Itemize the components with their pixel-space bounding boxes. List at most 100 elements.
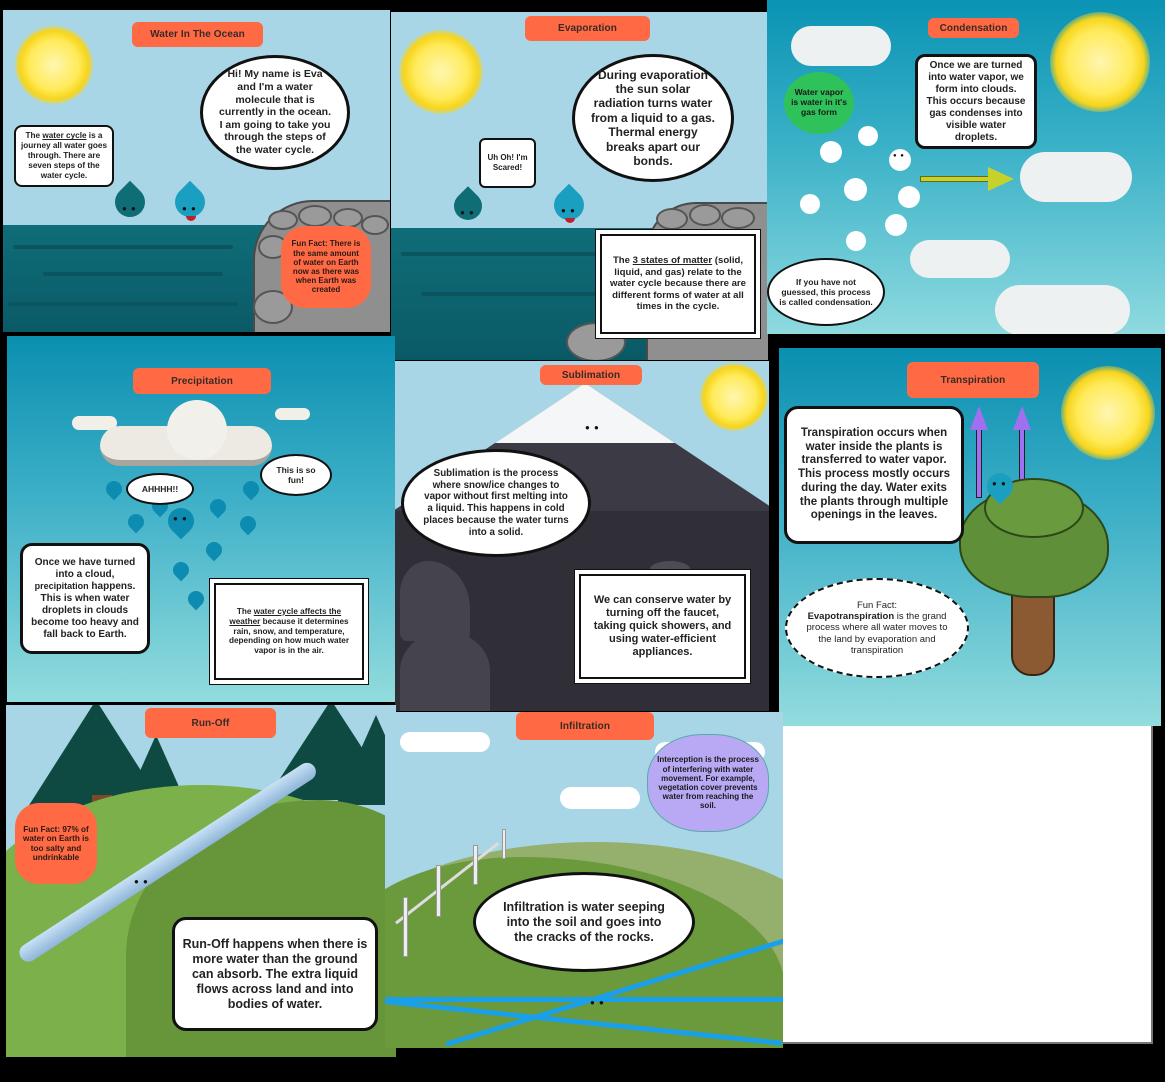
- speech-bubble-eva: Hi! My name is Eva and I'm a water molec…: [200, 55, 350, 170]
- ocean-wave: [401, 252, 601, 256]
- rock: [689, 204, 721, 226]
- ocean-wave: [13, 245, 233, 249]
- speech-bubble-transpiration: Transpiration occurs when water inside t…: [784, 406, 964, 544]
- rain-drop: [102, 477, 126, 501]
- arrow-up-head: [1013, 406, 1031, 430]
- panel-title-pill: Sublimation: [540, 365, 642, 385]
- vapor-bubble: Water vapor is water in it's gas form: [784, 72, 854, 134]
- panel-infiltration: ● ● Infiltration Interception is the pro…: [385, 712, 783, 1048]
- panel-condensation: Condensation Water vapor is water in it'…: [767, 0, 1165, 334]
- speech-bubble-evaporation: During evaporation the sun solar radiati…: [572, 54, 734, 182]
- vapor-particle: [800, 194, 820, 214]
- rain-drop: [169, 558, 193, 582]
- speech-bubble-scared: Uh Oh! I'm Scared!: [479, 138, 536, 188]
- info-box-weather: The water cycle affects the weather beca…: [214, 583, 364, 680]
- arrow-up-head: [970, 406, 988, 430]
- cloud: [791, 26, 891, 66]
- rain-drop: [202, 538, 226, 562]
- rain-drop: [206, 495, 230, 519]
- water-drop-character-scared: [448, 186, 488, 226]
- mountain-snowcap: [495, 383, 675, 443]
- panel-sublimation: Sublimation ● ● Sublimation is the proce…: [395, 361, 769, 711]
- fence-post: [473, 845, 478, 885]
- vapor-particle-character: [889, 149, 911, 171]
- rock: [333, 208, 363, 228]
- speech-bubble-run-off: Run-Off happens when there is more water…: [172, 917, 378, 1031]
- panel-title: Water In The Ocean: [150, 29, 245, 40]
- panel-transpiration: Transpiration ● ● Transpiration occurs w…: [779, 348, 1161, 726]
- smile-icon: [186, 216, 196, 221]
- interception-bubble: Interception is the process of interferi…: [647, 734, 769, 832]
- speech-bubble-condensation: Once we are turned into water vapor, we …: [915, 54, 1037, 149]
- panel-title: Condensation: [939, 22, 1008, 34]
- info-box-states-of-matter: The 3 states of matter (solid, liquid, a…: [600, 234, 756, 334]
- vapor-particle: [885, 214, 907, 236]
- panel-title-pill: Water In The Ocean: [132, 22, 263, 47]
- panel-run-off: ● ● Run-Off Fun Fact: 97% of water on Ea…: [6, 705, 396, 1057]
- speech-bubble-fun: This is so fun!: [260, 454, 332, 496]
- cloud: [995, 285, 1130, 334]
- face-icon: ● ●: [182, 204, 197, 213]
- rock: [721, 207, 755, 229]
- panel-title: Infiltration: [559, 720, 611, 732]
- fun-fact-burst: Fun Fact: 97% of water on Earth is too s…: [17, 805, 95, 882]
- cloud: [910, 240, 1010, 278]
- rock: [400, 631, 490, 711]
- face-icon: ● ●: [992, 479, 1007, 488]
- rock: [298, 205, 332, 227]
- panel-title: Transpiration: [940, 374, 1006, 386]
- face-icon: ● ●: [893, 153, 905, 159]
- face-icon: ● ●: [122, 204, 137, 213]
- sun-icon: [15, 26, 93, 104]
- panel-title-pill: Transpiration: [907, 362, 1039, 398]
- rock: [650, 561, 690, 577]
- smile-icon: [565, 218, 575, 223]
- panel-title: Sublimation: [561, 369, 621, 381]
- panel-precipitation: Precipitation ● ● AHHHH!! This is so fun…: [7, 336, 395, 702]
- vapor-particle: [858, 126, 878, 146]
- panel-water-in-the-ocean: Water In The Ocean ● ● ● ● Hi! My name i…: [3, 10, 390, 332]
- panel-title: Evaporation: [558, 23, 617, 34]
- fence-post: [502, 829, 506, 859]
- panel-title-pill: Infiltration: [516, 712, 654, 740]
- water-drop-character-dark: [108, 180, 152, 224]
- info-box-conserve-water: We can conserve water by turning off the…: [579, 574, 746, 679]
- panel-title-pill: Condensation: [928, 18, 1019, 38]
- rock: [268, 210, 298, 230]
- vapor-particle: [846, 231, 866, 251]
- cloud-small: [72, 416, 117, 430]
- ocean-wave: [43, 272, 223, 276]
- speech-bubble-ahhhh: AHHHH!!: [126, 473, 194, 505]
- rock: [361, 215, 389, 235]
- vapor-particle: [898, 186, 920, 208]
- rain-drop: [184, 587, 208, 611]
- face-icon: ● ●: [590, 998, 605, 1007]
- arrow-head: [988, 167, 1014, 191]
- vapor-particle: [844, 178, 867, 201]
- rock: [656, 208, 688, 230]
- fence-post: [403, 897, 408, 957]
- fence-post: [436, 865, 441, 917]
- speech-bubble-infiltration: Infiltration is water seeping into the s…: [473, 872, 695, 972]
- sun-icon: [1050, 12, 1150, 112]
- speech-bubble-guess: If you have not guessed, this process is…: [767, 258, 885, 326]
- face-icon: ● ●: [561, 206, 576, 215]
- panel-title-pill: Evaporation: [525, 16, 650, 41]
- panel-title-pill: Run-Off: [145, 708, 276, 738]
- panel-title: Run-Off: [191, 717, 230, 729]
- rain-drop: [124, 510, 148, 534]
- note-bubble-water-cycle: The water cycle is a journey all water g…: [14, 125, 114, 187]
- cloud: [560, 787, 640, 809]
- panel-title: Precipitation: [171, 375, 233, 387]
- rain-cloud: [167, 400, 227, 460]
- face-icon: ● ●: [460, 208, 475, 217]
- cloud-small: [275, 408, 310, 420]
- cloud: [400, 732, 490, 752]
- rain-drop: [239, 477, 263, 501]
- panel-evaporation: Evaporation ● ● ● ● During evaporation t…: [391, 12, 768, 360]
- panel-title-pill: Precipitation: [133, 368, 271, 394]
- cloud: [1020, 152, 1132, 202]
- face-icon: ● ●: [585, 423, 600, 432]
- face-icon: ● ●: [173, 514, 188, 523]
- sun-icon: [399, 30, 483, 114]
